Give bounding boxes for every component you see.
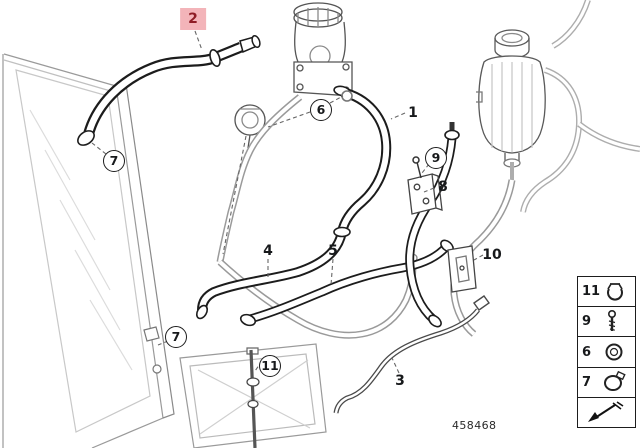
callout-2[interactable]: 2 — [180, 8, 206, 30]
expansion-tank — [476, 29, 546, 168]
legend-panel: 11 9 6 7 — [577, 276, 636, 428]
legend-direction-cell — [578, 397, 635, 428]
legend-item-6[interactable]: 6 — [578, 337, 635, 368]
hose-5 — [248, 243, 450, 324]
thermostat-insert — [234, 104, 266, 149]
callout-4[interactable]: 4 — [263, 243, 273, 259]
callout-6[interactable]: 6 — [310, 99, 332, 121]
legend-label-11: 11 — [582, 284, 601, 300]
callout-9[interactable]: 9 — [425, 147, 447, 169]
screw-9 — [412, 156, 422, 179]
callout-7-a[interactable]: 7 — [103, 150, 125, 172]
hose-clamps — [77, 48, 460, 328]
hose-1 — [337, 87, 392, 234]
bracket-10 — [447, 245, 477, 293]
callout-1[interactable]: 1 — [408, 105, 418, 121]
callout-11[interactable]: 11 — [259, 355, 281, 377]
legend-item-9[interactable]: 9 — [578, 307, 635, 338]
legend-item-11[interactable]: 11 — [578, 277, 635, 308]
legend-label-9: 9 — [582, 314, 592, 330]
hose-2 — [82, 34, 261, 138]
tank-hoses — [510, 0, 640, 213]
hose-3 — [333, 295, 490, 414]
lower-support-frame — [179, 343, 327, 448]
callout-3[interactable]: 3 — [395, 373, 405, 389]
callout-8[interactable]: 8 — [438, 179, 448, 195]
clamp-ring-icon — [604, 371, 626, 392]
part-number: 458468 — [452, 419, 497, 432]
radiator — [2, 53, 175, 448]
direction-arrow-icon — [588, 401, 624, 423]
screw-icon — [608, 309, 617, 331]
callout-10[interactable]: 10 — [482, 247, 502, 263]
thermostat-housing — [293, 2, 353, 97]
legend-label-7: 7 — [582, 374, 592, 390]
hose-clamp-icon — [607, 282, 623, 301]
legend-label-6: 6 — [582, 344, 592, 360]
hose-junction — [197, 230, 347, 311]
legend-item-7[interactable]: 7 — [578, 367, 635, 398]
callout-7-b[interactable]: 7 — [165, 326, 187, 348]
callout-5[interactable]: 5 — [328, 243, 338, 259]
profile-gasket-icon — [605, 343, 623, 361]
bracket-8 — [407, 173, 443, 215]
